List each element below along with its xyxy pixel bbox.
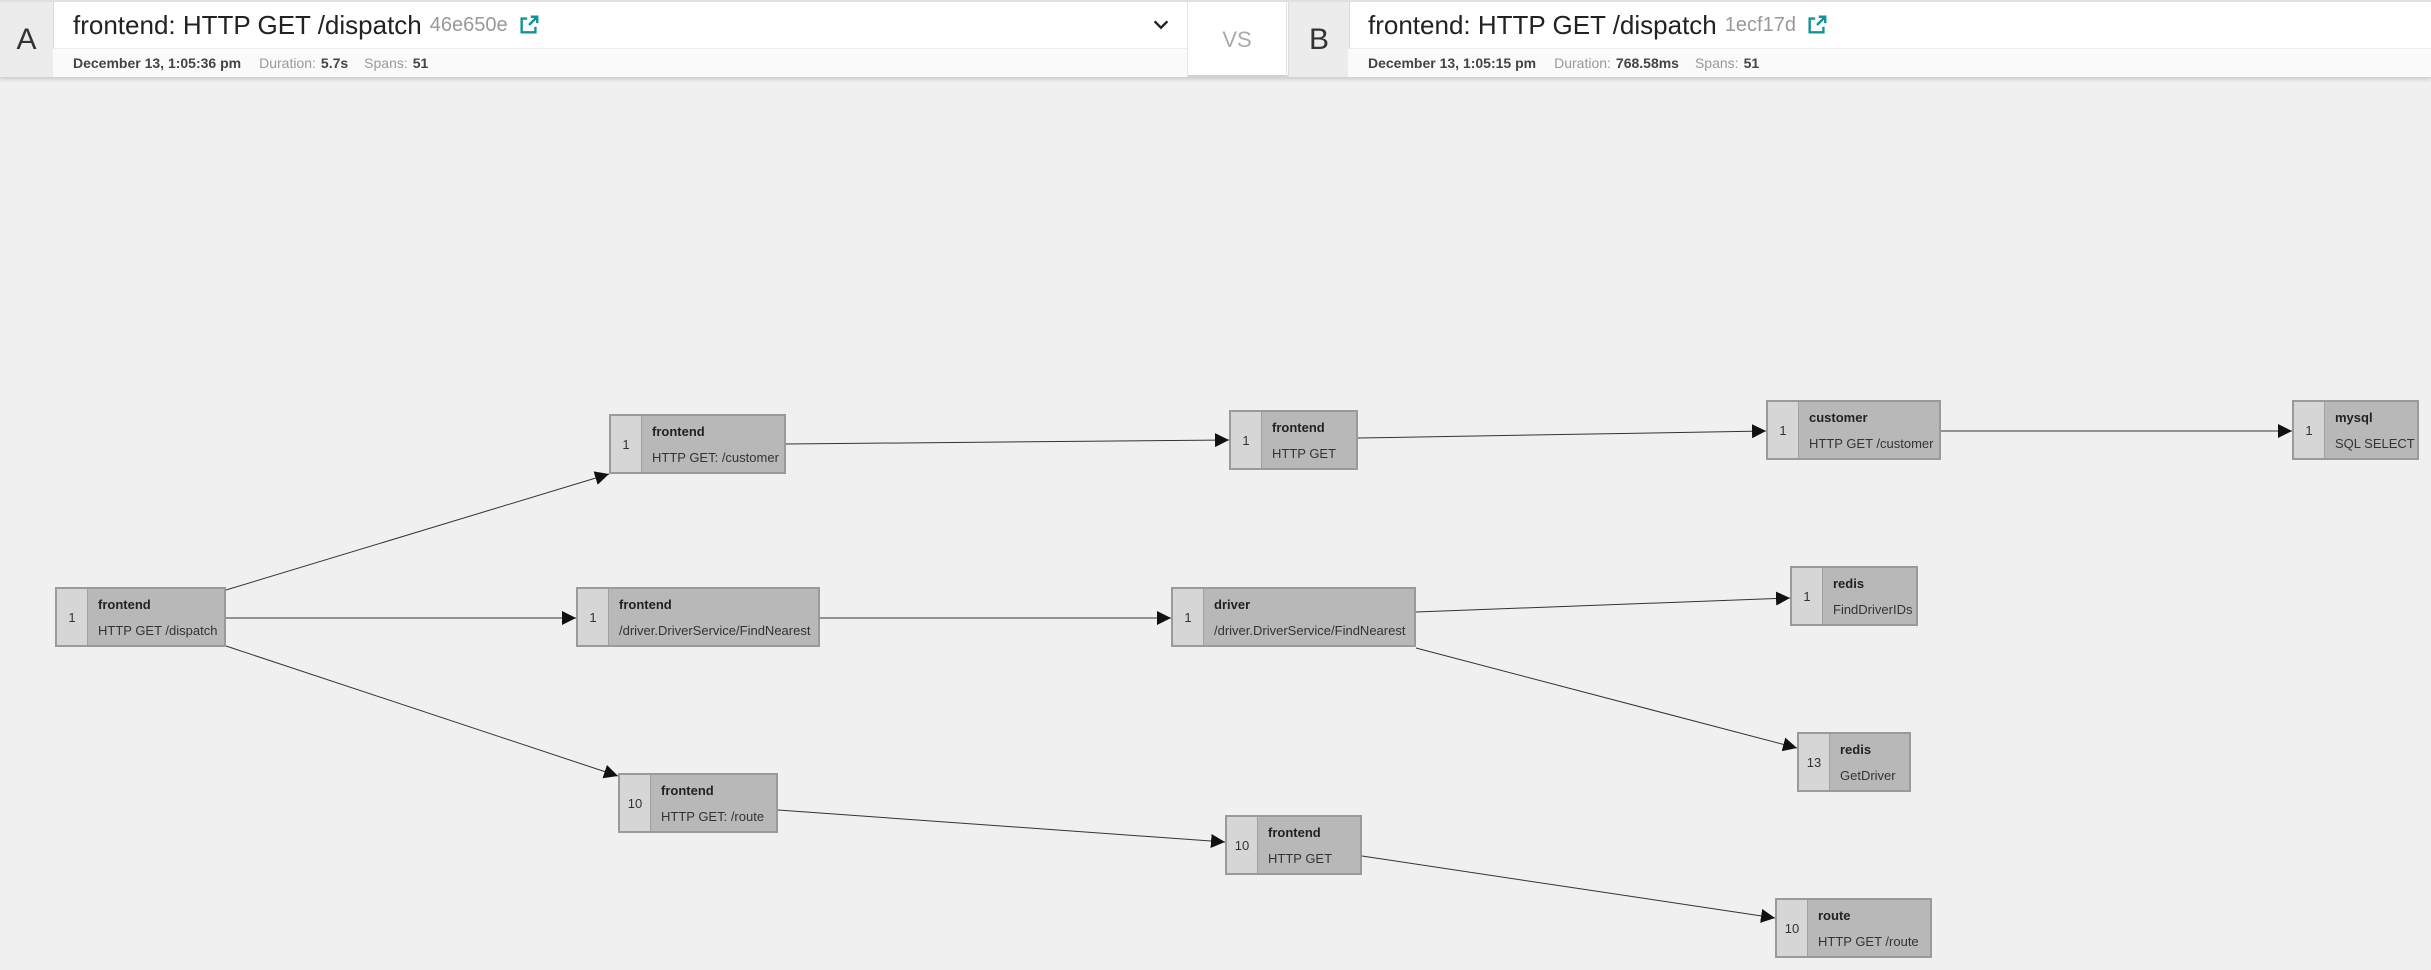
external-link-icon[interactable]: [1806, 14, 1828, 36]
graph-node[interactable]: 1 driver/driver.DriverService/FindNeares…: [1171, 587, 1416, 647]
node-service: mysql: [2335, 409, 2373, 425]
edge: [785, 433, 1230, 448]
node-operation: HTTP GET /route: [1818, 933, 1919, 949]
trace-a-title: frontend: HTTP GET /dispatch: [73, 9, 422, 40]
node-service: redis: [1833, 575, 1865, 591]
node-operation: HTTP GET: /customer: [652, 449, 779, 465]
edge: [1415, 647, 1798, 752]
node-service: frontend: [652, 423, 705, 439]
trace-a-date: December 13, 1:05:36 pm: [73, 55, 242, 71]
node-count: 1: [611, 416, 642, 472]
node-count: 1: [1768, 402, 1799, 458]
trace-b-title-row[interactable]: frontend: HTTP GET /dispatch 1ecf17d: [1368, 2, 1828, 48]
chevron-down-icon[interactable]: [1150, 14, 1172, 36]
node-operation: HTTP GET /dispatch: [98, 622, 218, 638]
node-operation: FindDriverIDs: [1833, 601, 1913, 617]
node-count: 1: [1792, 568, 1823, 624]
spans-label: Spans:: [1694, 55, 1739, 71]
trace-compare-header: A frontend: HTTP GET /dispatch 46e650e D…: [0, 0, 2431, 78]
node-operation: GetDriver: [1840, 767, 1896, 783]
edge: [1415, 591, 1791, 613]
node-service: frontend: [661, 782, 714, 798]
trace-a-meta: December 13, 1:05:36 pm Duration: 5.7s S…: [53, 48, 1187, 77]
node-operation: /driver.DriverService/FindNearest: [619, 622, 811, 638]
trace-b-meta: December 13, 1:05:15 pm Duration: 768.58…: [1348, 48, 2431, 77]
trace-a-spans: 51: [412, 55, 429, 71]
edge: [1361, 855, 1776, 923]
trace-b-spans: 51: [1743, 55, 1760, 71]
node-count: 10: [1227, 817, 1258, 873]
node-operation: HTTP GET: [1272, 445, 1337, 461]
trace-a-title-row[interactable]: frontend: HTTP GET /dispatch 46e650e: [73, 2, 540, 48]
node-operation: SQL SELECT: [2335, 435, 2415, 451]
node-count: 10: [620, 775, 651, 831]
node-service: frontend: [1268, 824, 1321, 840]
trace-b-letter: B: [1288, 2, 1350, 77]
trace-b-date: December 13, 1:05:15 pm: [1368, 55, 1537, 71]
node-count: 1: [2294, 402, 2325, 458]
node-operation: /driver.DriverService/FindNearest: [1214, 622, 1406, 638]
node-service: driver: [1214, 596, 1251, 612]
node-count: 1: [1231, 412, 1262, 468]
trace-b-duration: 768.58ms: [1615, 55, 1679, 71]
node-service: route: [1818, 907, 1851, 923]
node-count: 10: [1777, 900, 1808, 956]
node-operation: HTTP GET: /route: [661, 808, 765, 824]
trace-b-id: 1ecf17d: [1724, 13, 1796, 36]
duration-label: Duration:: [1554, 55, 1611, 71]
spans-label: Spans:: [364, 55, 408, 71]
node-service: frontend: [1272, 419, 1325, 435]
edge: [225, 471, 610, 591]
node-count: 1: [57, 589, 88, 645]
trace-a-duration: 5.7s: [320, 55, 349, 71]
duration-label: Duration:: [259, 55, 316, 71]
trace-a-letter: A: [0, 2, 54, 77]
node-service: frontend: [619, 596, 672, 612]
edge: [777, 809, 1226, 848]
edge: [225, 645, 619, 779]
node-count: 1: [578, 589, 609, 645]
external-link-icon[interactable]: [518, 14, 540, 36]
trace-b-title: frontend: HTTP GET /dispatch: [1368, 9, 1717, 40]
graph-node[interactable]: 1 frontend/driver.DriverService/FindNear…: [576, 587, 820, 647]
trace-a-id: 46e650e: [429, 13, 508, 36]
node-service: customer: [1809, 409, 1868, 425]
node-count: 1: [1173, 589, 1204, 645]
edge: [1357, 424, 1767, 439]
vs-separator: VS: [1187, 2, 1287, 77]
node-operation: HTTP GET /customer: [1809, 435, 1934, 451]
node-count: 13: [1799, 734, 1830, 790]
node-service: frontend: [98, 596, 151, 612]
node-operation: HTTP GET: [1268, 850, 1333, 866]
node-service: redis: [1840, 741, 1872, 757]
